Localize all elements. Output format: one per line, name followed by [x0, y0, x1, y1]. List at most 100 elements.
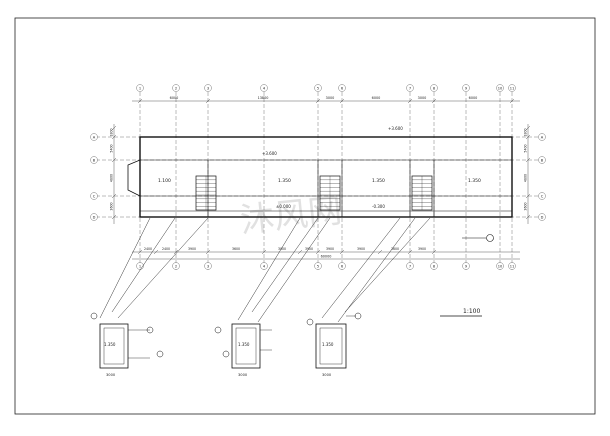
axis-bubble [260, 262, 268, 270]
axis-bubble-label: 2 [175, 265, 177, 269]
axis-bubble [406, 84, 414, 92]
axis-bubble [90, 133, 98, 141]
dimension-tick [525, 125, 531, 131]
section-mark [462, 234, 494, 242]
elevation-tag: +3.600 [388, 126, 403, 131]
building-outline [127, 136, 513, 218]
dimension-tick [509, 98, 515, 104]
axis-bubble-label: C [541, 194, 544, 198]
axis-bubble [430, 262, 438, 270]
detail-dimension: 3000 [106, 373, 116, 377]
dimension-text: 1800 [524, 128, 528, 136]
detail-label: 1.350 [322, 342, 334, 347]
axis-bubble [172, 262, 180, 270]
stair-cores [195, 175, 433, 211]
dimension-tick [137, 98, 143, 104]
axis-bubble [538, 213, 546, 221]
axis-bubble [136, 84, 144, 92]
axis-bubble [338, 84, 346, 92]
axis-bubble-label: 8 [433, 87, 436, 91]
axis-bubble [496, 84, 504, 92]
dimension-tick [315, 249, 321, 255]
dimension-tick [111, 193, 117, 199]
dimension-text: 5400 [110, 144, 114, 152]
dimension-text: 3600 [524, 202, 528, 210]
axis-bubble-label: 6 [341, 87, 344, 91]
dimension-tick [297, 249, 303, 255]
axis-bubble [314, 84, 322, 92]
dimension-tick [339, 98, 345, 104]
axis-bubble-label: 10 [498, 265, 503, 269]
axis-bubble-label: 7 [409, 87, 411, 91]
room-label: 1.350 [372, 178, 385, 184]
dimension-text: 3000 [418, 96, 427, 100]
dimension-text: 3600 [391, 247, 399, 251]
axis-bubble-label: D [541, 215, 544, 219]
dimension-text: 3900 [188, 247, 196, 251]
watermark: 沐风网 [238, 191, 344, 241]
axis-bubble [204, 84, 212, 92]
axis-bubble-label: 6 [341, 265, 344, 269]
dimension-tick [111, 214, 117, 220]
axis-bubble-label: 1 [139, 265, 141, 269]
axis-bubble-label: 3 [207, 87, 209, 91]
dimension-tick [525, 214, 531, 220]
dimension-text: 6000 [170, 96, 179, 100]
dimension-tick [339, 249, 345, 255]
dimension-tick [261, 249, 267, 255]
axis-bubble [496, 262, 504, 270]
axis-bubble [314, 262, 322, 270]
dimension-total: 60000 [321, 255, 332, 259]
dimension-text: 13800 [258, 96, 269, 100]
dimension-text: 3600 [232, 247, 240, 251]
elevation-tag: ±0.000 [276, 204, 291, 209]
axis-bubble [508, 84, 516, 92]
dimension-tick [315, 98, 321, 104]
detail-box-left [90, 312, 164, 369]
axis-bubble-label: 11 [510, 265, 515, 269]
detail-dimension: 3000 [238, 373, 248, 377]
axis-bubble-label: 3 [207, 265, 209, 269]
dimension-text: 3000 [326, 96, 335, 100]
axis-bubble [508, 262, 516, 270]
dimension-tick [205, 98, 211, 104]
axis-bubble [406, 262, 414, 270]
axis-bubble-label: A [541, 135, 544, 139]
dimension-text: 4800 [524, 174, 528, 182]
axis-bubble [204, 262, 212, 270]
axis-bubble [538, 133, 546, 141]
scale-label: 1:100 [463, 308, 480, 315]
axis-bubble [430, 84, 438, 92]
elevation-tag: -0.300 [372, 204, 385, 209]
axis-bubble [338, 262, 346, 270]
dimension-tick [137, 249, 143, 255]
dimension-text: 4800 [110, 174, 114, 182]
dimension-tick [205, 249, 211, 255]
axis-bubble-label: 4 [263, 265, 266, 269]
axis-bubble-label: 8 [433, 265, 436, 269]
detail-label: 1.350 [104, 342, 116, 347]
axis-bubble-label: C [93, 194, 96, 198]
dimension-text: 3900 [418, 247, 426, 251]
dimension-text: 2400 [144, 247, 152, 251]
dimension-text: 1800 [110, 128, 114, 136]
room-label: 1.350 [468, 178, 481, 184]
dimension-text: 6000 [372, 96, 381, 100]
detail-box-middle [214, 323, 272, 369]
axis-bubble-label: 10 [498, 87, 503, 91]
dimension-tick [111, 125, 117, 131]
dimension-tick [431, 98, 437, 104]
axis-bubble-label: 4 [263, 87, 266, 91]
sheet-border [14, 17, 596, 415]
axis-bubble-label: 2 [175, 87, 177, 91]
dimension-tick [525, 157, 531, 163]
dimension-tick [525, 193, 531, 199]
dimension-text: 3900 [357, 247, 365, 251]
axis-bubble [172, 84, 180, 92]
detail-dimension: 3000 [322, 373, 332, 377]
dimension-tick [407, 249, 413, 255]
axis-bubble-label: 9 [465, 265, 468, 269]
